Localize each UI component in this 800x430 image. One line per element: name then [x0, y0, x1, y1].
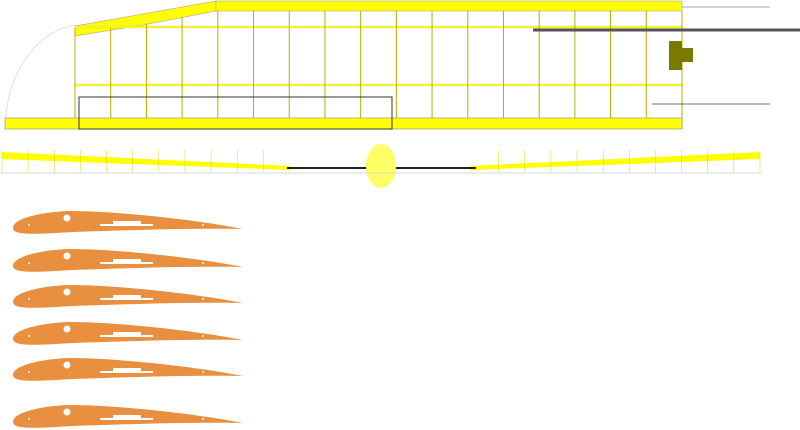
alignment-hole	[202, 335, 204, 337]
notch	[59, 427, 62, 429]
notch	[161, 268, 164, 270]
notch	[161, 325, 164, 327]
wing-segments	[1, 150, 761, 172]
rib-template	[13, 322, 243, 346]
alignment-hole	[28, 371, 30, 373]
lightening-hole	[63, 288, 71, 296]
alignment-hole	[202, 371, 204, 373]
alignment-hole	[28, 224, 30, 226]
notch	[161, 252, 164, 254]
rear-spar	[74, 83, 683, 87]
wing-dihedral-right	[470, 152, 760, 170]
spar-cutout	[113, 415, 141, 419]
alignment-hole	[202, 418, 204, 420]
notch	[161, 341, 164, 343]
alignment-hole	[28, 298, 30, 300]
notch	[59, 307, 62, 309]
alignment-hole	[28, 262, 30, 264]
fuselage-cross-section	[366, 144, 396, 188]
rib-template	[13, 249, 243, 273]
rib-templates	[13, 211, 243, 429]
aileron-outline	[78, 96, 393, 130]
spar-cutout	[113, 259, 141, 263]
lightening-hole	[63, 408, 71, 416]
rib-template	[13, 285, 243, 309]
spar-cutout	[113, 368, 141, 372]
leading-edge-sheeting-tip	[74, 0, 217, 37]
notch	[161, 408, 164, 410]
notch	[161, 288, 164, 290]
rib-template	[13, 405, 243, 429]
rib-template	[13, 358, 243, 382]
notch	[59, 380, 62, 382]
wing-plan-view	[4, 0, 800, 130]
wing-dihedral-left	[2, 152, 290, 170]
trailing-edge	[4, 117, 683, 130]
spar-cutout	[113, 332, 141, 336]
main-spar	[74, 25, 683, 29]
notch	[59, 271, 62, 273]
notch	[59, 233, 62, 235]
lightening-hole	[63, 214, 71, 222]
wing-front-view	[0, 144, 762, 188]
alignment-hole	[202, 298, 204, 300]
alignment-hole	[202, 224, 204, 226]
notch	[59, 344, 62, 346]
wingtip-outline	[5, 24, 76, 119]
spar-cutout	[113, 221, 141, 225]
notch	[161, 377, 164, 379]
notch	[161, 361, 164, 363]
lightening-hole	[63, 325, 71, 333]
rib-template	[13, 211, 243, 235]
alignment-hole	[28, 418, 30, 420]
notch	[161, 304, 164, 306]
alignment-hole	[28, 335, 30, 337]
notch	[161, 214, 164, 216]
alignment-hole	[202, 262, 204, 264]
notch	[161, 424, 164, 426]
lightening-hole	[63, 252, 71, 260]
spar-cutout	[113, 295, 141, 299]
lightening-hole	[63, 361, 71, 369]
leading-edge-sheeting	[215, 0, 683, 12]
notch	[161, 230, 164, 232]
servo-mount	[669, 41, 693, 70]
